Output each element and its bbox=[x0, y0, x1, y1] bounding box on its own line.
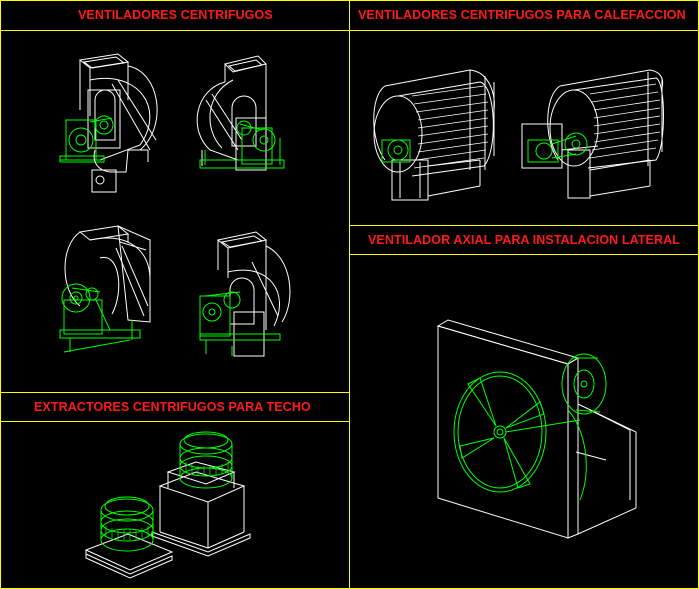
title-heating-fans: VENTILADORES CENTRIFUGOS PARA CALEFACCIO… bbox=[358, 8, 686, 22]
title-centrifugal-fans: VENTILADORES CENTRIFUGOS bbox=[78, 8, 273, 22]
roof-extractor-large bbox=[151, 431, 251, 557]
title-axial-fan: VENTILADOR AXIAL PARA INSTALACION LATERA… bbox=[368, 233, 680, 247]
heating-fan-1 bbox=[373, 69, 495, 201]
centrifugal-fan-4 bbox=[199, 231, 291, 357]
heating-fan-2 bbox=[521, 69, 664, 199]
centrifugal-fan-1 bbox=[59, 53, 158, 193]
centrifugal-fan-3 bbox=[59, 225, 151, 353]
title-roof-extractors: EXTRACTORES CENTRIFUGOS PARA TECHO bbox=[34, 400, 311, 414]
axial-fan bbox=[436, 319, 637, 539]
roof-extractor-small bbox=[84, 496, 174, 579]
centrifugal-fan-2 bbox=[196, 55, 285, 171]
